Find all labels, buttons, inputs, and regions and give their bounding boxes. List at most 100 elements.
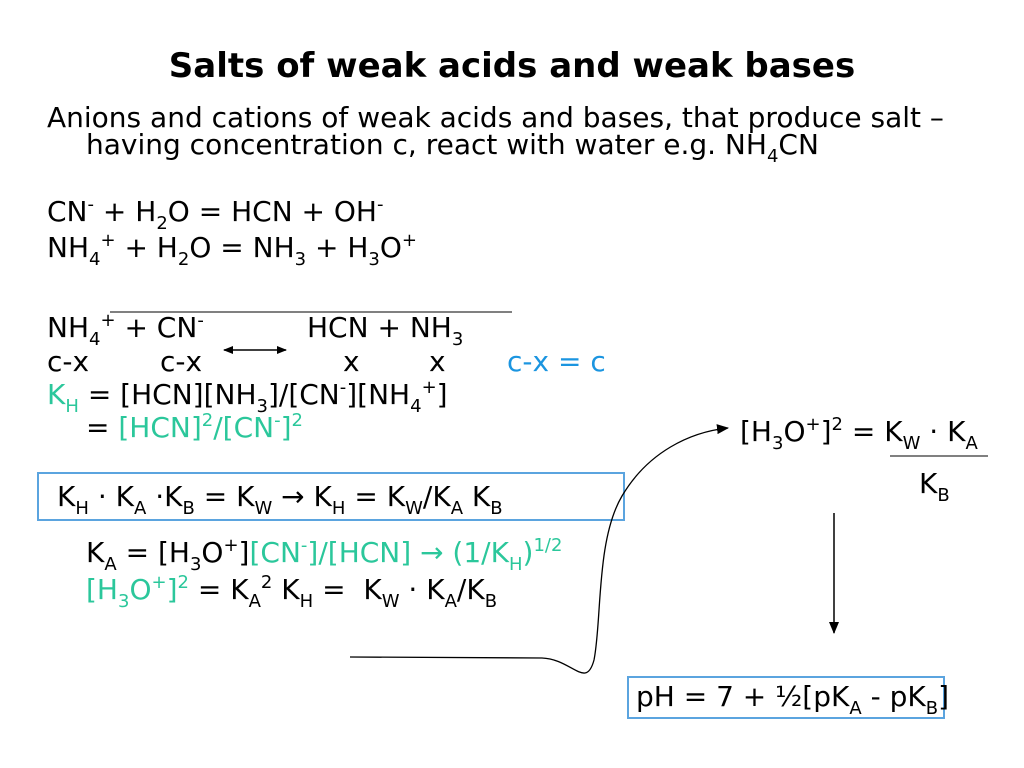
text-segment: ]/[HCN] → (1/K <box>307 536 509 569</box>
text-segment: ] <box>820 415 832 448</box>
ph-result-box <box>627 676 945 719</box>
concentration-product-2: x <box>429 346 446 378</box>
superscript: - <box>300 535 308 556</box>
subscript: 3 <box>256 396 268 417</box>
subscript: 3 <box>117 591 130 612</box>
superscript: - <box>274 410 281 431</box>
superscript: + <box>100 230 116 251</box>
superscript: 2 <box>291 410 303 431</box>
superscript: 1/2 <box>533 535 563 556</box>
superscript: - <box>339 377 347 398</box>
text-segment: K <box>47 378 66 411</box>
concentration-reactant-2: c-x <box>160 346 202 378</box>
fraction-denominator: KB <box>919 468 950 507</box>
subscript: A <box>133 498 147 519</box>
text-segment: · K <box>399 573 445 606</box>
text-segment: K <box>463 480 491 513</box>
text-segment: [CN <box>249 536 301 569</box>
subscript: A <box>965 433 978 454</box>
text-segment: → K <box>272 480 332 513</box>
text-segment: O = HCN + OH <box>167 195 377 228</box>
text-segment: = K <box>842 415 903 448</box>
text-segment: = [H <box>116 536 190 569</box>
text-segment: x <box>343 345 360 378</box>
text-segment: ] <box>938 680 950 713</box>
superscript: 2 <box>177 572 189 593</box>
subscript: 4 <box>89 329 101 350</box>
hydrolysis-constant-simplified: = [HCN]2/[CN-]2 <box>86 410 303 448</box>
subscript: A <box>849 698 862 719</box>
subscript: 4 <box>766 146 779 167</box>
text-segment: + H <box>115 231 178 264</box>
text-segment: ] <box>166 573 178 606</box>
subscript: W <box>902 433 921 454</box>
subscript: 2 <box>177 249 190 270</box>
text-segment: ]/[CN <box>267 378 340 411</box>
text-segment: [HCN] <box>118 411 202 444</box>
text-segment: /[CN <box>213 411 275 444</box>
equation-ammonium-hydrolysis: NH4+ + H2O = NH3 + H3O+ <box>47 230 418 270</box>
text-segment: = K <box>345 480 406 513</box>
text-segment: /K <box>422 480 451 513</box>
concentration-reactant-1: c-x <box>47 346 89 378</box>
text-segment: ·K <box>146 480 183 513</box>
text-segment: pH = 7 + ½[pK <box>636 680 850 713</box>
subscript: B <box>925 698 939 719</box>
slide-title: Salts of weak acids and weak bases <box>168 46 856 86</box>
text-segment: HCN + NH <box>307 311 452 344</box>
text-segment: [H <box>740 415 772 448</box>
text-segment: O <box>783 415 806 448</box>
subscript: H <box>508 554 523 575</box>
subscript: 3 <box>294 249 307 270</box>
text-segment: Anions and cations of weak acids and bas… <box>47 101 944 134</box>
subscript: W <box>405 498 423 519</box>
fraction-numerator: [H3O+]2 = KW · KA <box>740 414 978 454</box>
ph-result: pH = 7 + ½[pKA - pKB] <box>636 680 950 720</box>
text-segment: K <box>86 536 105 569</box>
acid-constant-expression: KA = [H3O+][CN-]/[HCN] → (1/KH)1/2 <box>86 535 563 575</box>
subscript: 4 <box>89 249 101 270</box>
subscript: H <box>75 498 89 519</box>
text-segment: O <box>201 536 224 569</box>
hydronium-squared-expression: [H3O+]2 = KA2 KH = KW · KA/KB <box>86 572 498 612</box>
intro-line-2: having concentration c, react with water… <box>86 129 819 168</box>
superscript: + <box>223 535 239 556</box>
superscript: 2 <box>260 572 273 593</box>
text-segment: = <box>86 411 119 444</box>
text-segment: + H <box>306 231 369 264</box>
constants-relation: KH · KA ·KB = KW → KH = KW/KA KB <box>57 480 503 520</box>
hydrolysis-constant-definition: KH = [HCN][NH3]/[CN-][NH4+] <box>47 377 448 417</box>
text-segment: = K <box>194 480 255 513</box>
text-segment: x <box>429 345 446 378</box>
intro-line-1: Anions and cations of weak acids and bas… <box>47 102 944 134</box>
equation-cyanide-hydrolysis: CN- + H2O = HCN + OH- <box>47 194 384 234</box>
text-segment: - pK <box>861 680 926 713</box>
text-segment: ] <box>238 536 250 569</box>
text-segment: = [HCN][NH <box>78 378 257 411</box>
subscript: B <box>490 498 503 519</box>
text-segment: ] <box>436 378 448 411</box>
superscript: + <box>100 310 116 331</box>
superscript: + <box>421 377 437 398</box>
text-segment: /K <box>456 573 485 606</box>
text-segment: c-x <box>47 345 90 378</box>
equation-salt-products: HCN + NH3 <box>307 311 464 351</box>
text-segment: + H <box>94 195 157 228</box>
subscript: 2 <box>156 213 168 234</box>
subscript: 3 <box>189 554 202 575</box>
subscript: B <box>484 591 498 612</box>
text-segment: NH <box>47 231 89 264</box>
text-segment: = K <box>313 573 382 606</box>
subscript: 3 <box>451 329 464 350</box>
text-segment: · K <box>88 480 134 513</box>
superscript: - <box>87 194 95 215</box>
subscript: 4 <box>410 396 422 417</box>
text-segment: K <box>272 573 300 606</box>
text-segment: · K <box>920 415 966 448</box>
subscript: A <box>104 554 117 575</box>
superscript: - <box>377 194 384 215</box>
superscript: - <box>197 310 204 331</box>
text-segment: CN <box>47 195 88 228</box>
superscript: + <box>401 230 418 251</box>
